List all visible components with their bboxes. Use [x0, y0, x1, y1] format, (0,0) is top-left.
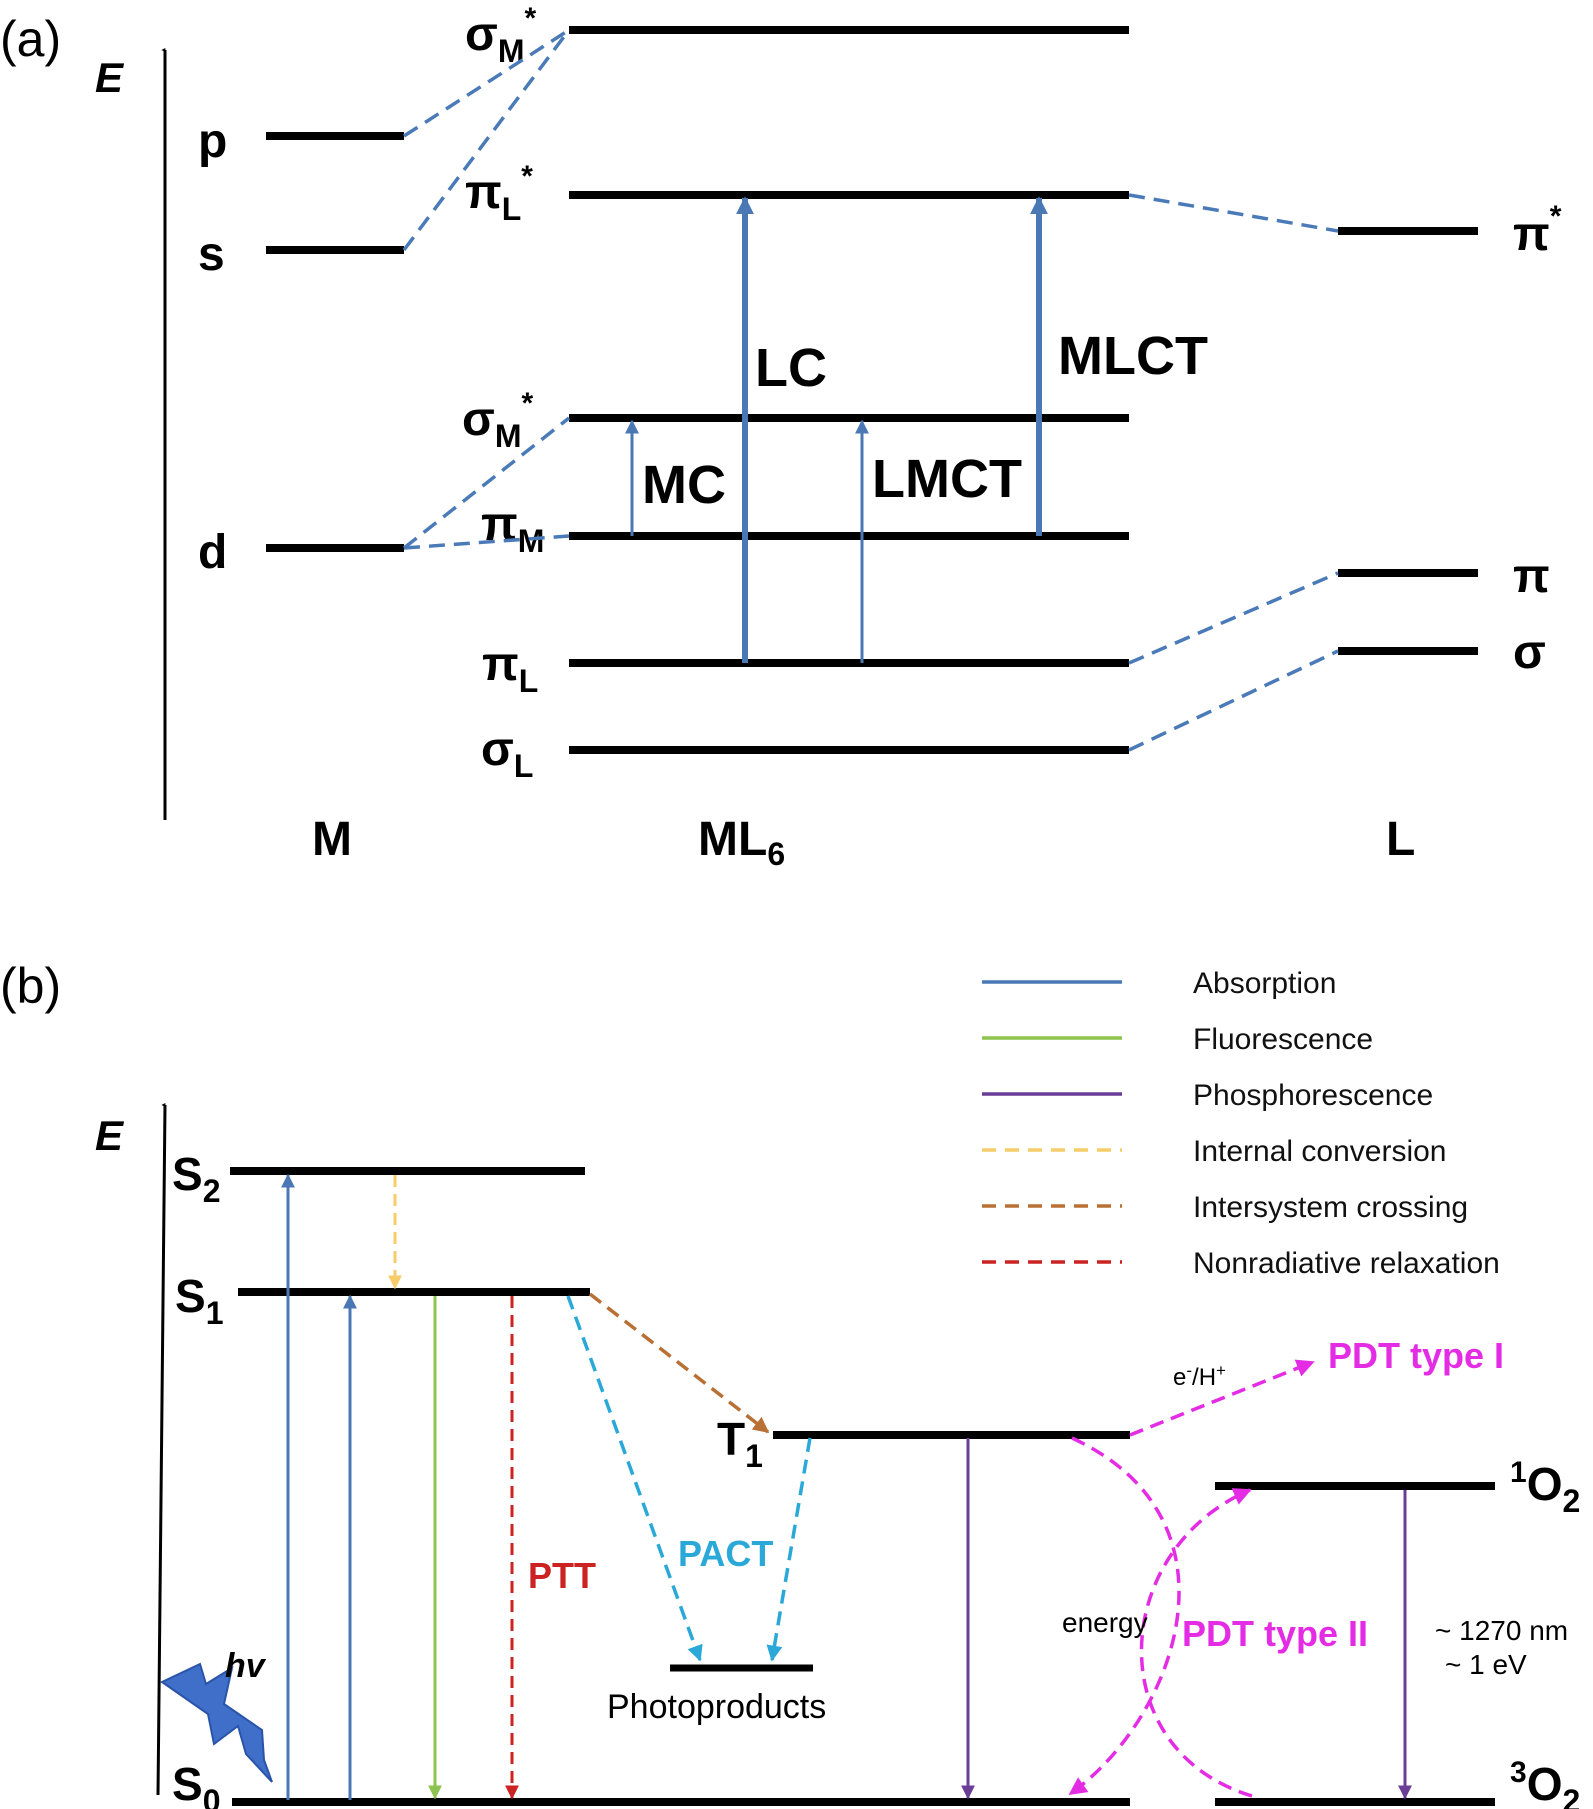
s1-label: S1: [175, 1270, 223, 1331]
legend-label-fluorescence: Fluorescence: [1193, 1023, 1373, 1056]
sigma-m-star-label: σM*: [465, 2, 537, 69]
correlation-line: [1128, 571, 1339, 665]
energy-transfer-label: energy: [1062, 1607, 1148, 1638]
legend-label-phosphorescence: Phosphorescence: [1193, 1079, 1433, 1112]
lc-label: LC: [755, 338, 827, 398]
correlation-line: [402, 28, 571, 252]
lmct-label: LMCT: [872, 449, 1022, 509]
singlet-o2-label: 1O2: [1510, 1456, 1580, 1519]
ligand-pi-star-label: π*: [1513, 200, 1562, 261]
sigma-l-label: σL: [481, 723, 533, 784]
mc-label: MC: [642, 455, 726, 515]
panel-b-energy-axis: [156, 1103, 167, 1796]
emission-wavelength-label: ~ 1270 nm: [1435, 1615, 1568, 1646]
pi-m-label: πM: [481, 498, 544, 559]
metal-p-label: p: [198, 115, 227, 168]
panel-a-axis-label: E: [95, 54, 125, 101]
intersystem-crossing-arrow: [588, 1292, 770, 1434]
correlation-line: [402, 416, 571, 550]
ligand-sigma-label: σ: [1513, 626, 1546, 679]
correlation-line: [403, 534, 570, 550]
s2-label: S2: [172, 1148, 220, 1209]
legend-label-intersystem-crossing: Intersystem crossing: [1193, 1191, 1468, 1224]
triplet-o2-label: 3O2: [1510, 1756, 1580, 1809]
pdt-type-2-excitation-arrow: [1139, 1488, 1253, 1798]
column-label-metal: M: [312, 813, 352, 866]
pdt-type-2-label: PDT type II: [1182, 1613, 1368, 1654]
correlation-line: [403, 28, 570, 138]
electron-transfer-label: e-/H+: [1173, 1361, 1226, 1391]
mlct-label: MLCT: [1058, 326, 1208, 386]
legend-label-internal-conversion: Internal conversion: [1193, 1135, 1446, 1168]
panel-b-axis-label: E: [95, 1112, 125, 1159]
metal-d-label: d: [198, 526, 227, 579]
ptt-label: PTT: [528, 1555, 596, 1596]
metal-s-label: s: [198, 228, 225, 281]
pdt-type-1-arrow: [1129, 1359, 1315, 1437]
correlation-line: [1128, 649, 1339, 752]
pi-l-star-label: πL*: [465, 160, 533, 227]
correlation-line: [1128, 193, 1339, 233]
legend: Absorption Fluorescence Phosphorescence …: [982, 967, 1500, 1280]
t1-label: T1: [717, 1413, 763, 1474]
pact-label: PACT: [678, 1533, 773, 1574]
column-label-complex: ML6: [698, 813, 785, 872]
hv-label: hv: [225, 1647, 267, 1685]
panel-a: (a) E p s d σM* πL* σM* πM πL σL π* π σ: [0, 2, 1562, 872]
column-label-ligand: L: [1386, 813, 1415, 866]
sigma-m-star-2-label: σM*: [462, 387, 534, 454]
panel-b: (b) E Absorption Fluorescence Phosphores…: [0, 958, 1580, 1809]
ligand-pi-label: π: [1513, 550, 1550, 603]
pdt-type-1-label: PDT type I: [1328, 1335, 1504, 1376]
pact-arrow-from-t1: [766, 1437, 812, 1662]
pdt-type-2-energy-transfer-arrow: [1068, 1436, 1181, 1796]
panel-b-label: (b): [0, 958, 61, 1014]
photoproducts-label: Photoproducts: [607, 1688, 826, 1726]
pact-arrow-from-s1: [566, 1295, 703, 1662]
lightning-bolt-icon: [160, 1662, 273, 1783]
legend-label-absorption: Absorption: [1193, 967, 1336, 1000]
pi-l-label: πL: [482, 638, 538, 699]
panel-a-label: (a): [0, 11, 61, 67]
s0-label: S0: [172, 1758, 220, 1809]
legend-label-nonradiative-relaxation: Nonradiative relaxation: [1193, 1247, 1500, 1280]
emission-energy-label: ~ 1 eV: [1445, 1649, 1527, 1680]
